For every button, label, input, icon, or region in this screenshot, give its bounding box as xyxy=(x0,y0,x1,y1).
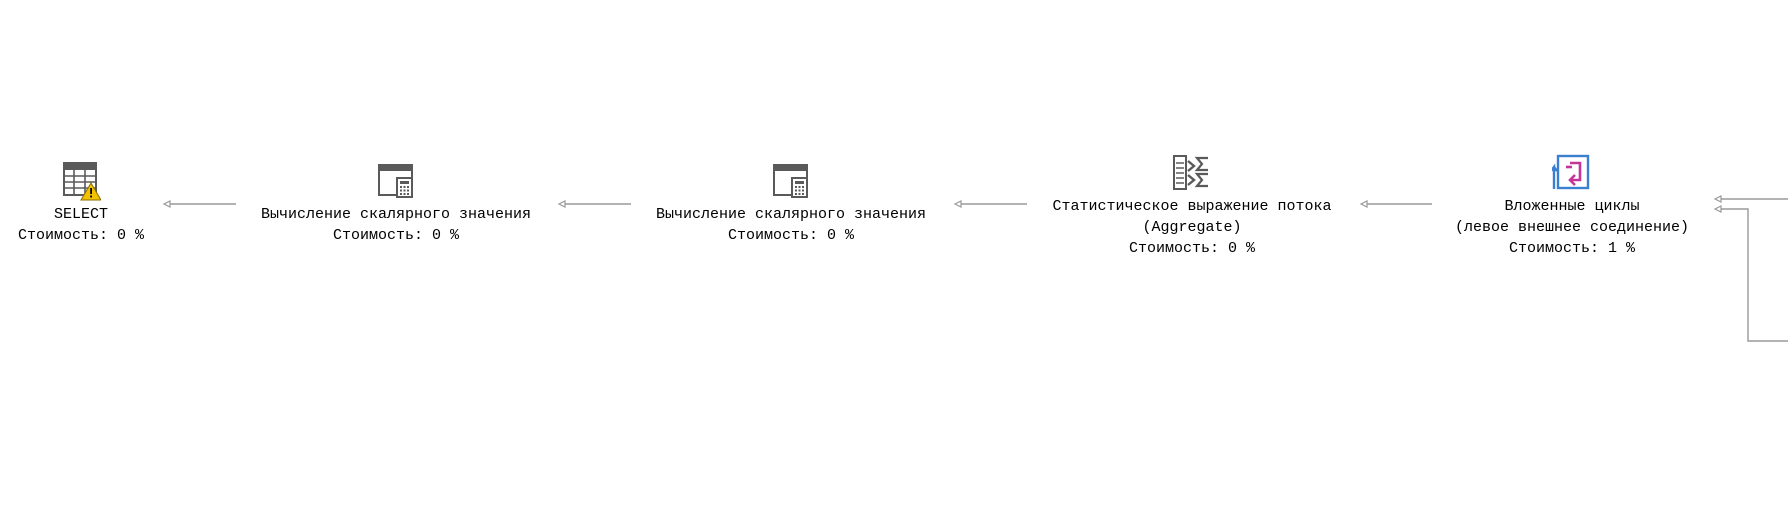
edge-input-2-to-loops xyxy=(1719,208,1788,342)
node-label-cost: Стоимость: 0 % xyxy=(1128,240,1256,257)
compute-scalar-icon xyxy=(378,164,413,198)
node-label-cost: Стоимость: 0 % xyxy=(727,227,855,244)
plan-node-compute-scalar-1[interactable]: Вычисление скалярного значения Стоимость… xyxy=(236,161,556,246)
node-label-operator: Вложенные циклы xyxy=(1504,198,1640,215)
node-label-operator: Статистическое выражение потока xyxy=(1052,198,1332,215)
select-warning-icon xyxy=(63,162,101,201)
node-label-logical-op: (Aggregate) xyxy=(1142,219,1242,236)
node-label-operator: Вычисление скалярного значения xyxy=(655,206,927,223)
stream-aggregate-icon xyxy=(1173,155,1208,190)
node-label-operator: Вычисление скалярного значения xyxy=(260,206,532,223)
node-label-cost: Стоимость: 1 % xyxy=(1508,240,1636,257)
node-label-operator: SELECT xyxy=(53,206,108,223)
nested-loops-icon xyxy=(1552,154,1590,190)
plan-node-stream-aggregate[interactable]: Статистическое выражение потока (Aggrega… xyxy=(1027,153,1357,259)
node-label-logical-op: (левое внешнее соединение) xyxy=(1454,219,1690,236)
compute-scalar-icon xyxy=(773,164,808,198)
node-label-cost: Стоимость: 0 % xyxy=(17,227,145,244)
plan-node-nested-loops[interactable]: Вложенные циклы (левое внешнее соединени… xyxy=(1432,153,1712,259)
plan-node-compute-scalar-2[interactable]: Вычисление скалярного значения Стоимость… xyxy=(631,161,951,246)
plan-node-select[interactable]: SELECT Стоимость: 0 % xyxy=(1,161,161,246)
node-label-cost: Стоимость: 0 % xyxy=(332,227,460,244)
